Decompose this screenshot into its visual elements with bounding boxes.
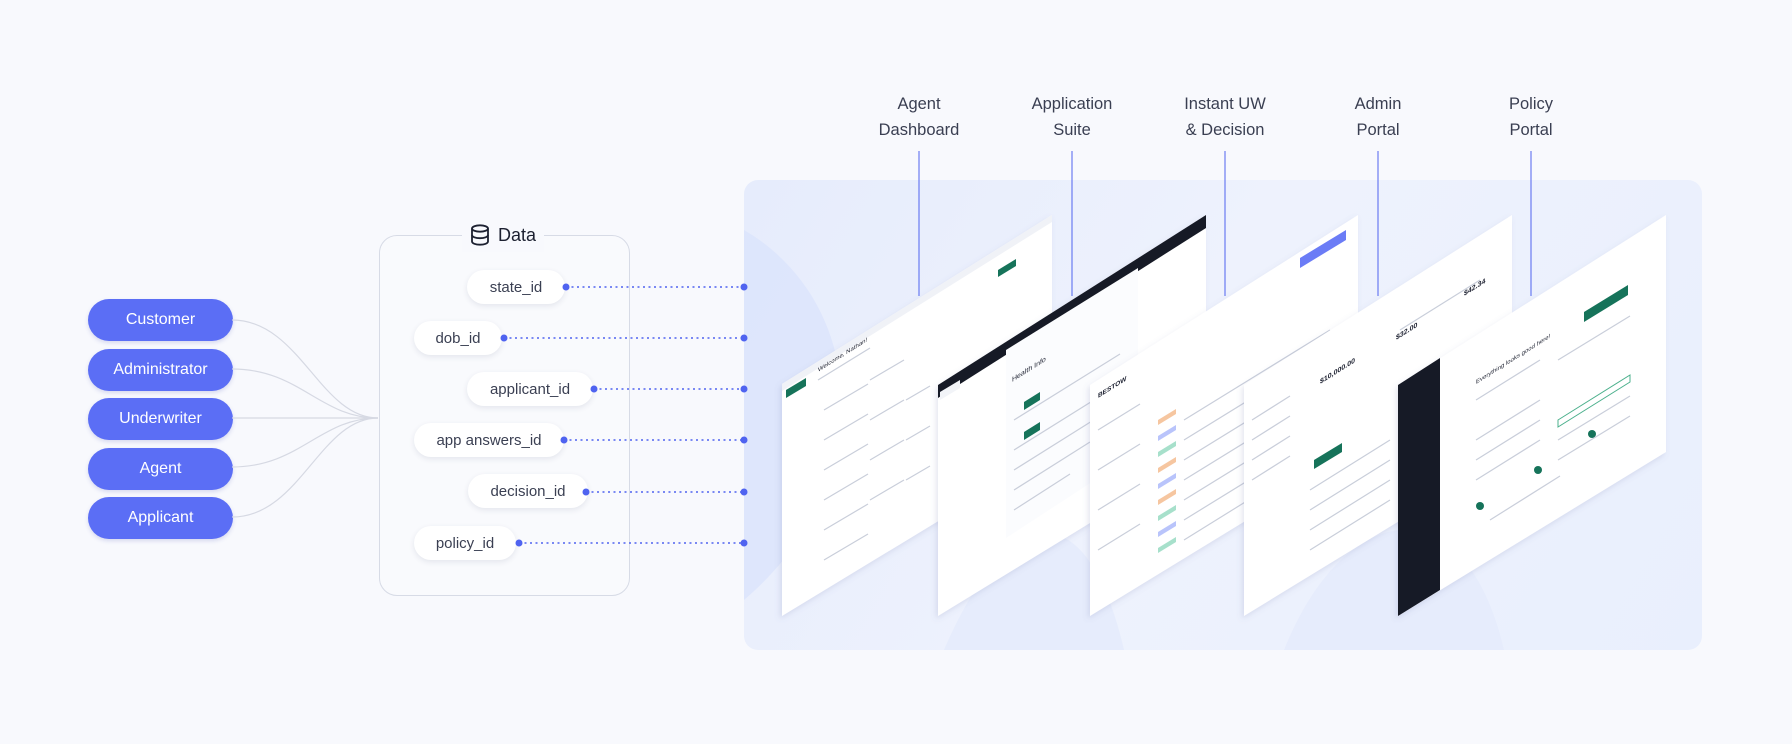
- field-decision-id: decision_id: [468, 474, 588, 508]
- role-underwriter[interactable]: Underwriter: [88, 398, 233, 440]
- label-agent-dashboard: Agent Dashboard: [878, 95, 960, 139]
- field-applicant-id: applicant_id: [467, 372, 593, 406]
- label-admin-portal: Admin Portal: [1354, 95, 1402, 139]
- field-state-id: state_id: [467, 270, 565, 304]
- label-instant-uw: Instant UW & Decision: [1184, 95, 1266, 139]
- field-policy-id: policy_id: [414, 526, 516, 560]
- screen-instant-uw: BESTOW: [1090, 215, 1358, 616]
- field-app-answers-id: app answers_id: [414, 423, 564, 457]
- role-agent[interactable]: Agent: [88, 447, 233, 490]
- field-dob-id: dob_id: [414, 321, 502, 355]
- role-customer[interactable]: Customer: [88, 299, 233, 341]
- role-applicant[interactable]: Applicant: [88, 497, 233, 539]
- label-policy-portal: Policy Portal: [1508, 95, 1553, 139]
- screen-admin-portal: $10,000.00 $32.00 $42.34: [1244, 215, 1512, 616]
- data-store-title: Data: [497, 224, 537, 245]
- database-icon: [471, 224, 489, 246]
- role-administrator[interactable]: Administrator: [88, 348, 233, 391]
- screen-policy-portal: Everything looks good here!: [1398, 215, 1666, 616]
- data-store-header: Data: [462, 218, 544, 252]
- label-application-suite: Application Suite: [1031, 95, 1113, 139]
- role-list: Customer Administrator Underwriter Agent…: [88, 299, 233, 547]
